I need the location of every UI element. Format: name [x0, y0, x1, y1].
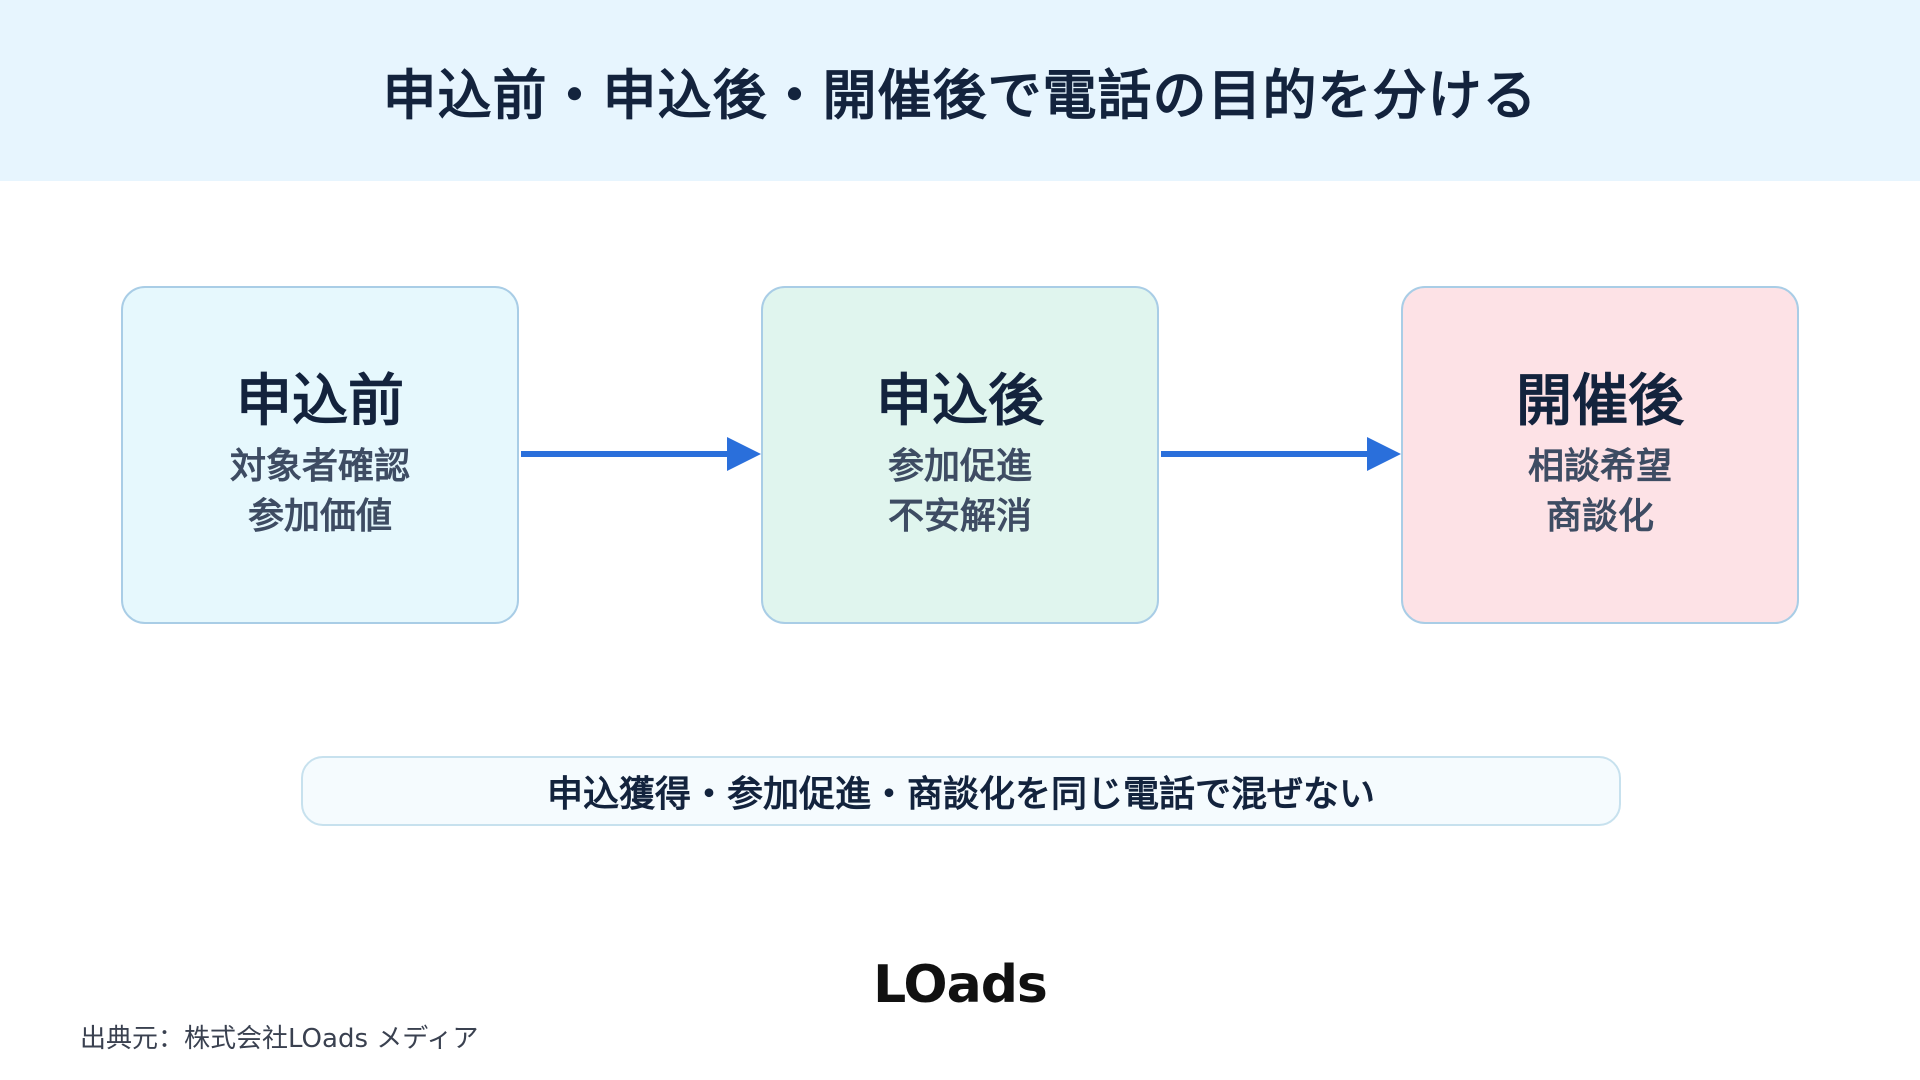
step-title: 申込前 — [236, 369, 404, 434]
step-line: 対象者確認 — [229, 446, 410, 487]
loads-logo: LOads — [873, 955, 1048, 1015]
header-band — [0, 0, 1920, 181]
step-box-after-event: 開催後 相談希望 商談化 — [1401, 286, 1799, 624]
step-line: 商談化 — [1545, 496, 1654, 537]
arrow-right-icon — [1161, 437, 1401, 471]
step-line: 参加促進 — [887, 446, 1032, 487]
step-line: 参加価値 — [247, 496, 392, 537]
key-message-banner: 申込獲得・参加促進・商談化を同じ電話で混ぜない — [301, 756, 1621, 826]
step-title: 開催後 — [1516, 369, 1684, 434]
step-title: 申込後 — [876, 369, 1044, 434]
step-line: 不安解消 — [887, 496, 1032, 537]
source-credit: 出典元：株式会社LOads メディア — [80, 1024, 479, 1054]
step-box-before-application: 申込前 対象者確認 参加価値 — [121, 286, 519, 624]
step-box-after-application: 申込後 参加促進 不安解消 — [761, 286, 1159, 624]
page-title: 申込前・申込後・開催後で電話の目的を分ける — [382, 64, 1538, 127]
step-line: 相談希望 — [1527, 446, 1672, 487]
arrow-right-icon — [521, 437, 761, 471]
